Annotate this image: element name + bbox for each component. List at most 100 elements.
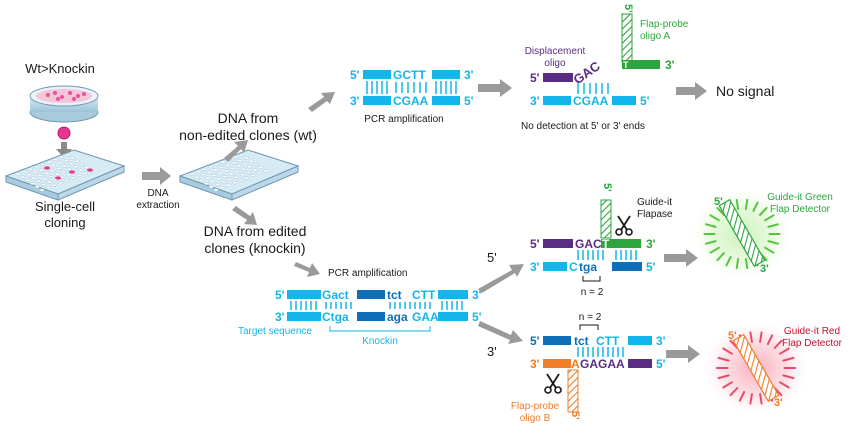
- well-dots: [189, 153, 269, 192]
- arrow-right-icon: [666, 345, 700, 363]
- well: [213, 188, 219, 192]
- glow-ray: [767, 223, 779, 228]
- well: [245, 170, 251, 174]
- r-top-5-end: 5': [530, 334, 540, 348]
- arrow-right-icon: [664, 249, 698, 267]
- well: [37, 174, 43, 178]
- ki-top-3-end: 3': [472, 288, 482, 302]
- arrow-up-right-icon: [478, 264, 524, 293]
- well: [248, 159, 254, 163]
- well: [21, 170, 27, 174]
- well: [82, 171, 88, 175]
- ki-top-5-end: 5': [275, 288, 285, 302]
- nd-bot-seq: CGAA: [573, 94, 609, 108]
- red-detector-label-2: Flap Detector: [782, 338, 843, 349]
- well: [42, 177, 48, 181]
- well: [236, 164, 242, 168]
- well: [208, 165, 214, 169]
- well: [227, 178, 233, 182]
- pcr-amplification-top: PCR amplification: [364, 114, 443, 125]
- glow-ray: [729, 387, 739, 397]
- glow-ray: [716, 206, 725, 216]
- well: [214, 182, 220, 186]
- r-bot-seq-1: A: [571, 357, 580, 371]
- well: [60, 170, 66, 174]
- dna-wt-label-2: non-edited clones (wt): [179, 127, 317, 143]
- well: [40, 162, 46, 166]
- glow-ray: [759, 393, 763, 405]
- well: [217, 171, 223, 175]
- well: [232, 155, 238, 159]
- ki-bot-seq-c: GAA: [412, 310, 439, 324]
- g-bot-5-end: 5': [646, 260, 656, 274]
- ki-top-seq-c: CTT: [412, 288, 436, 302]
- glow-ray: [766, 334, 774, 345]
- arrow-down-right-icon: [478, 321, 523, 344]
- guide-flapase-label-2: Flapase: [637, 209, 673, 220]
- ki-top-seq-a: Gact: [322, 288, 349, 302]
- well: [214, 162, 220, 166]
- well: [232, 181, 238, 185]
- well: [31, 176, 37, 180]
- well: [250, 174, 256, 178]
- green-probe-5-end: 5': [601, 183, 613, 192]
- well: [43, 171, 49, 175]
- well: [36, 179, 42, 183]
- well: [223, 169, 229, 173]
- well: [32, 170, 38, 174]
- glow-ray: [705, 223, 717, 228]
- glow-ray: [744, 198, 749, 210]
- well: [47, 180, 53, 184]
- glow-ray: [722, 381, 733, 389]
- g-top-3-end: 3': [646, 237, 656, 251]
- well: [239, 153, 245, 157]
- well: [46, 160, 52, 164]
- well: [73, 165, 79, 169]
- r-bot-seq-2: GAGAA: [580, 357, 625, 371]
- flap-probe-a-label-2: oligo A: [640, 31, 670, 42]
- wt-bot-5-end: 5': [464, 94, 474, 108]
- g-top-seq-1: GAC: [575, 237, 602, 251]
- well: [200, 173, 206, 177]
- well: [51, 183, 57, 187]
- well: [78, 168, 84, 172]
- well: [69, 156, 75, 160]
- glow-ray: [764, 214, 775, 222]
- flap-probe-b-label-1: Flap-probe: [511, 401, 560, 412]
- well-plate-right: [178, 149, 300, 201]
- probe-a-t: T: [623, 60, 629, 70]
- glow-ray: [738, 391, 746, 402]
- ki-pcr-duplex: 5' Gact tct CTT 3' 3' Ctga aga GAA 5': [275, 288, 482, 324]
- well: [62, 164, 68, 168]
- arrow-down-right-icon: [232, 206, 257, 225]
- pcr-amplification-mid: PCR amplification: [328, 268, 407, 279]
- ki-bot-seq-b: aga: [387, 310, 408, 324]
- arrow-right-icon: [478, 79, 512, 97]
- red-flap-detector: 5' 3': [700, 318, 812, 418]
- well: [195, 170, 201, 174]
- green-detector-label-1: Guide-it Green: [767, 192, 833, 203]
- g-top-5-end: 5': [530, 237, 540, 251]
- g-top-seq-2: T: [602, 237, 610, 251]
- glow-ray: [717, 356, 730, 362]
- dna-wt-label-1: DNA from: [218, 110, 279, 126]
- glow-ray: [717, 374, 730, 380]
- well: [34, 165, 40, 169]
- well: [39, 188, 45, 192]
- r-top-3-end: 3': [656, 334, 666, 348]
- well: [216, 177, 222, 181]
- glow-ray: [779, 381, 790, 389]
- scissors-icon: [615, 215, 633, 236]
- red-detector-label-1: Guide-it Red: [784, 326, 840, 337]
- well: [206, 170, 212, 174]
- disp-5-end: 5': [530, 71, 540, 85]
- well: [79, 162, 85, 166]
- well: [228, 172, 234, 176]
- wt-top-seq: GCTT: [393, 68, 426, 82]
- nd-3-end: 3': [530, 94, 540, 108]
- well: [230, 166, 236, 170]
- green-detection-complex: 5' 5' GAC T 3' 3' C tga 5': [530, 183, 656, 282]
- well: [247, 165, 253, 169]
- g-bot-seq-1: C: [569, 260, 578, 274]
- well: [203, 182, 209, 186]
